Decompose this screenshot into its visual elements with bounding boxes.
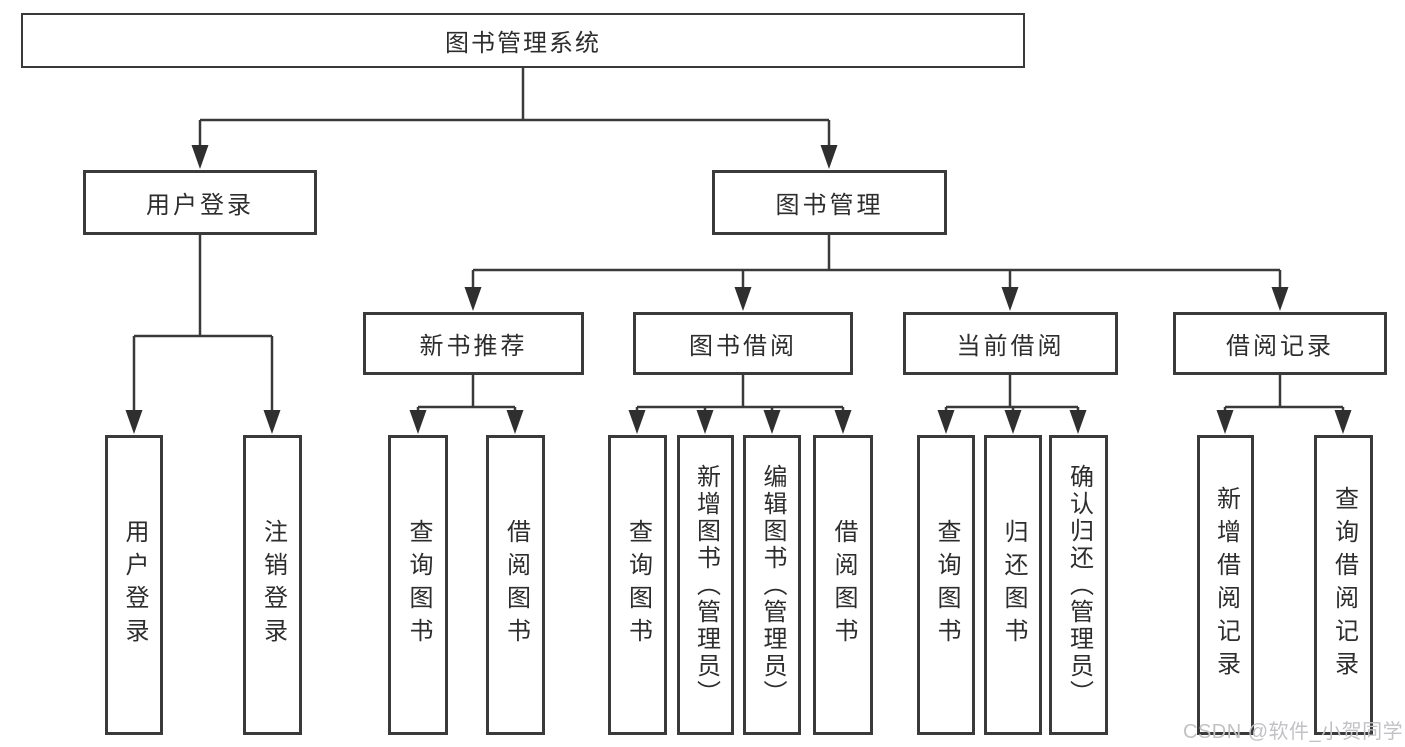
leaf-recommend-query-books: 查询图书 [388, 435, 448, 735]
node-new-book-recommendation: 新书推荐 [363, 312, 584, 375]
leaf-user-login-label: 用户登录 [121, 519, 148, 651]
leaf-logout-login: 注销登录 [243, 435, 302, 735]
node-borrowing-records: 借阅记录 [1173, 312, 1387, 375]
leaf-add-borrow-record: 新增借阅记录 [1197, 435, 1254, 735]
leaf-borrow-query-books: 查询图书 [608, 435, 667, 735]
leaf-query-borrow-record: 查询借阅记录 [1314, 435, 1373, 735]
node-user-login: 用户登录 [83, 170, 317, 235]
node-book-borrowing: 图书借阅 [633, 312, 853, 375]
leaf-current-query-books-label: 查询图书 [933, 519, 960, 651]
leaf-recommend-query-books-label: 查询图书 [405, 519, 432, 651]
node-book-management: 图书管理 [712, 170, 947, 235]
leaf-add-books-admin-label: 新增图书（管理员） [692, 463, 720, 707]
leaf-confirm-return-admin: 确认归还（管理员） [1049, 435, 1108, 735]
leaf-user-login: 用户登录 [105, 435, 163, 735]
leaf-current-query-books: 查询图书 [917, 435, 975, 735]
leaf-confirm-return-admin-label: 确认归还（管理员） [1065, 463, 1093, 707]
node-current-borrowing: 当前借阅 [903, 312, 1118, 375]
leaf-borrow-query-books-label: 查询图书 [624, 519, 652, 651]
leaf-recommend-borrow-books: 借阅图书 [486, 435, 545, 735]
leaf-add-books-admin: 新增图书（管理员） [677, 435, 734, 735]
leaf-logout-login-label: 注销登录 [259, 519, 287, 651]
leaf-edit-books-admin: 编辑图书（管理员） [743, 435, 801, 735]
leaf-borrow-borrow-books: 借阅图书 [813, 435, 873, 735]
arrow-heads [125, 145, 1352, 434]
leaf-query-borrow-record-label: 查询借阅记录 [1330, 486, 1358, 684]
leaf-add-borrow-record-label: 新增借阅记录 [1212, 486, 1240, 684]
leaf-return-books: 归还图书 [984, 435, 1042, 735]
leaf-borrow-borrow-books-label: 借阅图书 [830, 519, 857, 651]
node-library-management-system: 图书管理系统 [21, 13, 1025, 68]
leaf-recommend-borrow-books-label: 借阅图书 [502, 519, 530, 651]
csdn-watermark: CSDN @软件_小贺同学 [1183, 721, 1404, 743]
leaf-return-books-label: 归还图书 [1000, 519, 1027, 651]
leaf-edit-books-admin-label: 编辑图书（管理员） [759, 463, 786, 707]
